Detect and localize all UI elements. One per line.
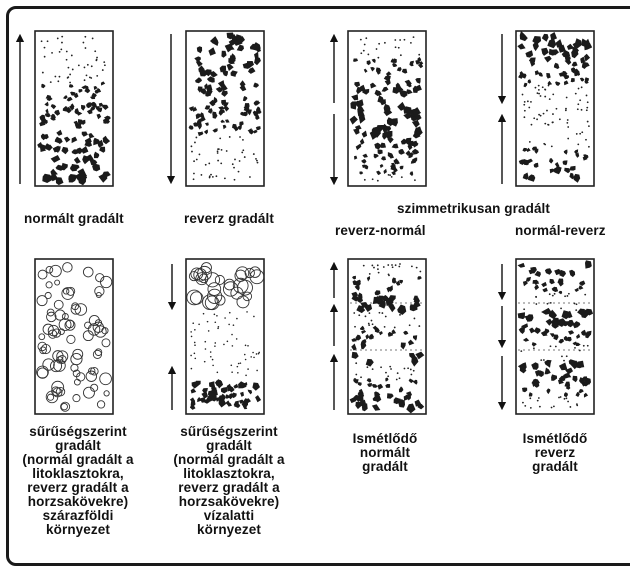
label-repeated-reverse: Ismétlődő reverz gradált [522, 431, 588, 474]
grading-diagram [15, 30, 595, 415]
label-symmetric-graded: szimmetrikusan gradált [397, 201, 551, 216]
label-normal-reverse: normál-reverz [515, 223, 606, 238]
label-reverse-normal: reverz-normál [335, 223, 426, 238]
label-repeated-normal: Ismétlődő normált gradált [352, 431, 418, 474]
label-density-water: sűrűségszerint gradált (normál gradált a… [173, 424, 285, 537]
label-density-dry: sűrűségszerint gradált (normál gradált a… [22, 424, 134, 537]
label-normal-graded: normált gradált [24, 211, 124, 226]
label-reverse-graded: reverz gradált [184, 211, 274, 226]
